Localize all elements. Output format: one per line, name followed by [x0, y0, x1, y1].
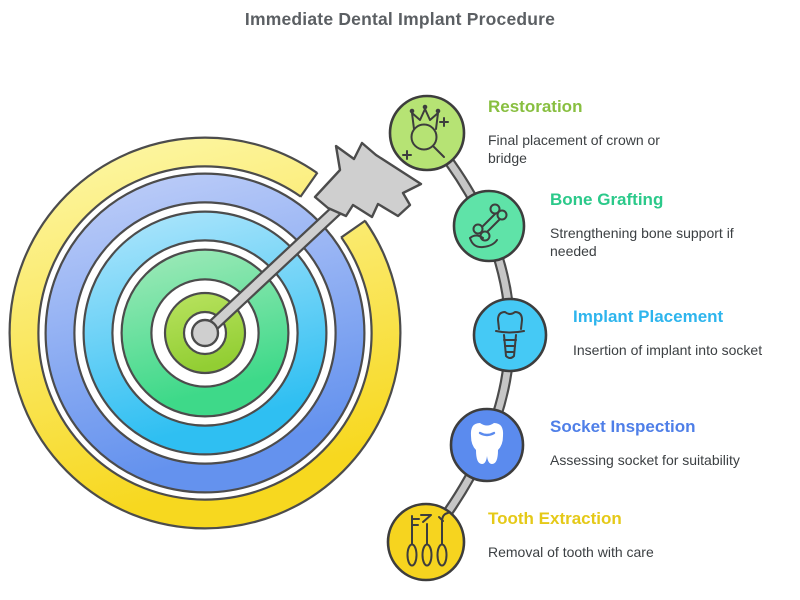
ring-green [122, 250, 288, 416]
page-title: Immediate Dental Implant Procedure [244, 9, 556, 29]
dental-implant-icon [495, 311, 525, 359]
step-node-implant-placement [472, 297, 548, 373]
dental-tools-icon [406, 512, 449, 567]
step-node-socket-inspection [449, 407, 525, 483]
arrow-icon [190, 141, 423, 348]
arrow-impact-dot [190, 318, 220, 348]
step-label-restoration: Restoration [488, 97, 583, 116]
ring-gap-caps [299, 171, 367, 239]
step-description-tooth-extraction: Removal of tooth with care [488, 544, 654, 560]
step-description-implant-placement: Insertion of implant into socket [573, 342, 763, 358]
step-description-bone-grafting: Strengthening bone support if needed [550, 225, 734, 260]
arrow-fletching [313, 141, 423, 219]
step-label-socket-inspection: Socket Inspection [550, 417, 696, 436]
step-label-bone-grafting: Bone Grafting [550, 190, 664, 209]
ring-blue [46, 174, 364, 492]
step-label-implant-placement: Implant Placement [573, 307, 724, 326]
step-label-tooth-extraction: Tooth Extraction [488, 509, 622, 528]
step-node-restoration [388, 94, 466, 172]
step-description-socket-inspection: Assessing socket for suitability [550, 452, 740, 468]
crown-magnifier-icon [402, 104, 449, 160]
bullseye-target [8, 136, 402, 530]
step-node-tooth-extraction [386, 502, 466, 582]
ring-cyan [84, 212, 326, 454]
hand-bone-icon [469, 203, 508, 249]
step-description-restoration: Final placement of crown or bridge [488, 132, 660, 167]
arrow-shaft [200, 185, 363, 338]
ring-yellow [10, 138, 400, 528]
step-node-bone-grafting [452, 189, 526, 263]
tooth-icon [470, 423, 504, 464]
